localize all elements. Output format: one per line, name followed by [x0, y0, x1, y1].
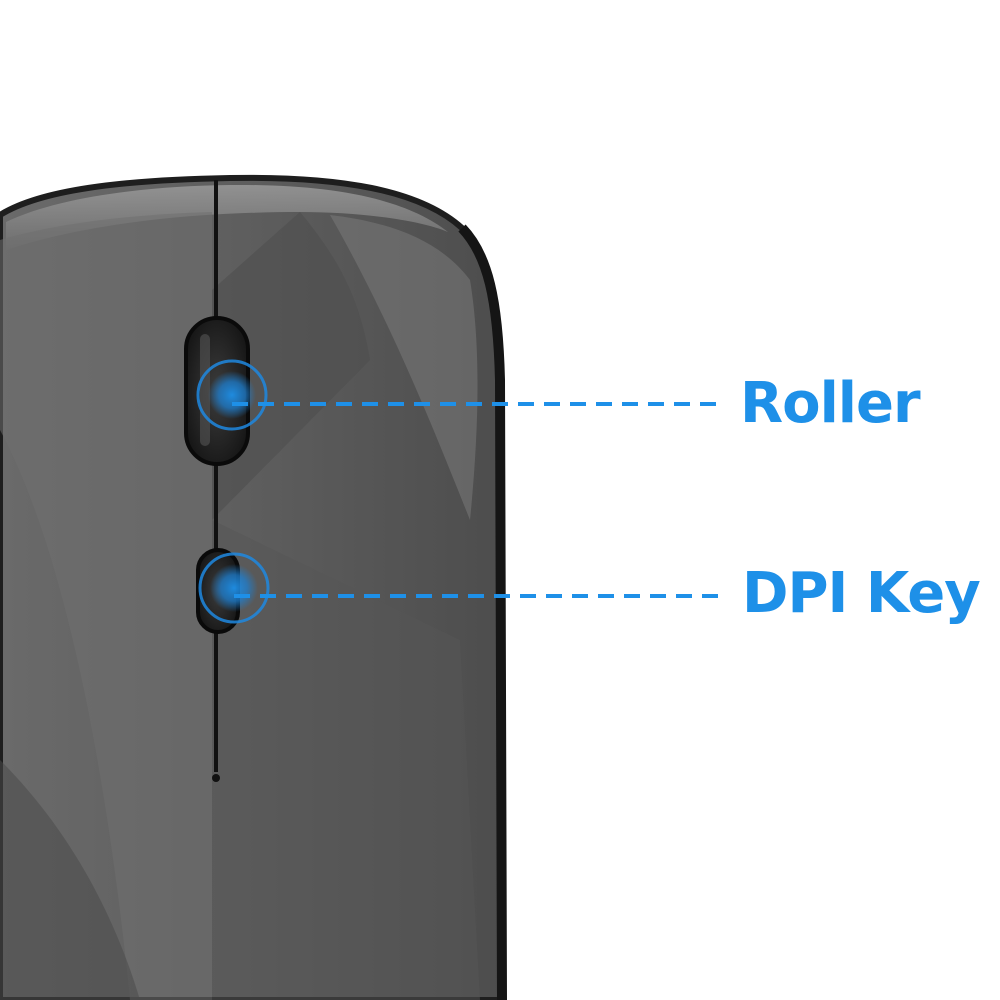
- mouse-facet-diag: [212, 212, 370, 520]
- mouse-facet-lower: [212, 520, 480, 1000]
- roller-marker-ring: [196, 359, 268, 431]
- mouse-top-gloss: [6, 184, 448, 250]
- sensor-dot: [212, 774, 220, 782]
- mouse-facet-right: [330, 215, 478, 520]
- roller-label: Roller: [740, 371, 921, 436]
- dpi-marker-dot: [210, 564, 258, 612]
- scroll-wheel-highlight: [200, 334, 210, 446]
- mouse-right-rim: [458, 224, 507, 1000]
- dpi-marker-ring: [198, 552, 270, 624]
- mouse-facet-bottom-left: [0, 760, 140, 1000]
- roller-marker-dot: [208, 371, 256, 419]
- dpi-key-label: DPI Key: [742, 561, 981, 626]
- mouse-facet-left: [0, 212, 212, 1000]
